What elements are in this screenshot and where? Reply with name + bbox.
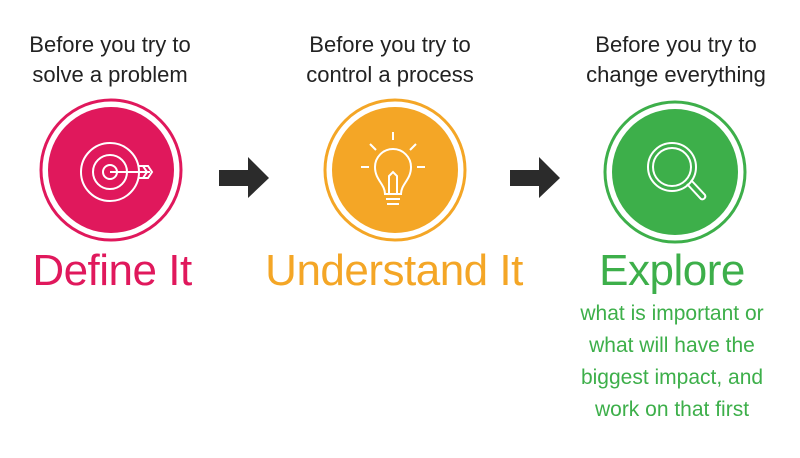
magnifier-icon — [647, 142, 707, 201]
step2-title: Understand It — [265, 246, 523, 295]
intro-line: Before you try to — [595, 32, 757, 57]
intro-line: solve a problem — [32, 62, 188, 87]
step3-description: what is important or what will have the … — [532, 298, 800, 426]
step1-title: Define It — [32, 246, 192, 295]
description-line: what will have the — [589, 334, 755, 357]
intro-line: control a process — [306, 62, 474, 87]
intro-line: Before you try to — [309, 32, 471, 57]
intro-line: change everything — [586, 62, 766, 87]
step3-title: Explore — [599, 246, 745, 295]
step1-intro: Before you try to solve a problem — [0, 30, 250, 90]
target-icon — [80, 142, 154, 202]
step3-circle — [603, 100, 747, 244]
step1-circle — [39, 98, 183, 242]
step2-intro: Before you try to control a process — [250, 30, 530, 90]
description-line: biggest impact, and — [580, 366, 764, 389]
arrow-1-icon — [219, 157, 269, 198]
lightbulb-icon — [361, 132, 425, 205]
step3-intro: Before you try to change everything — [536, 30, 800, 90]
intro-line: Before you try to — [29, 32, 191, 57]
description-line: work on that first — [594, 398, 750, 421]
step2-circle — [323, 98, 467, 242]
arrow-2-icon — [510, 157, 560, 198]
description-line: what is important or — [580, 302, 764, 325]
